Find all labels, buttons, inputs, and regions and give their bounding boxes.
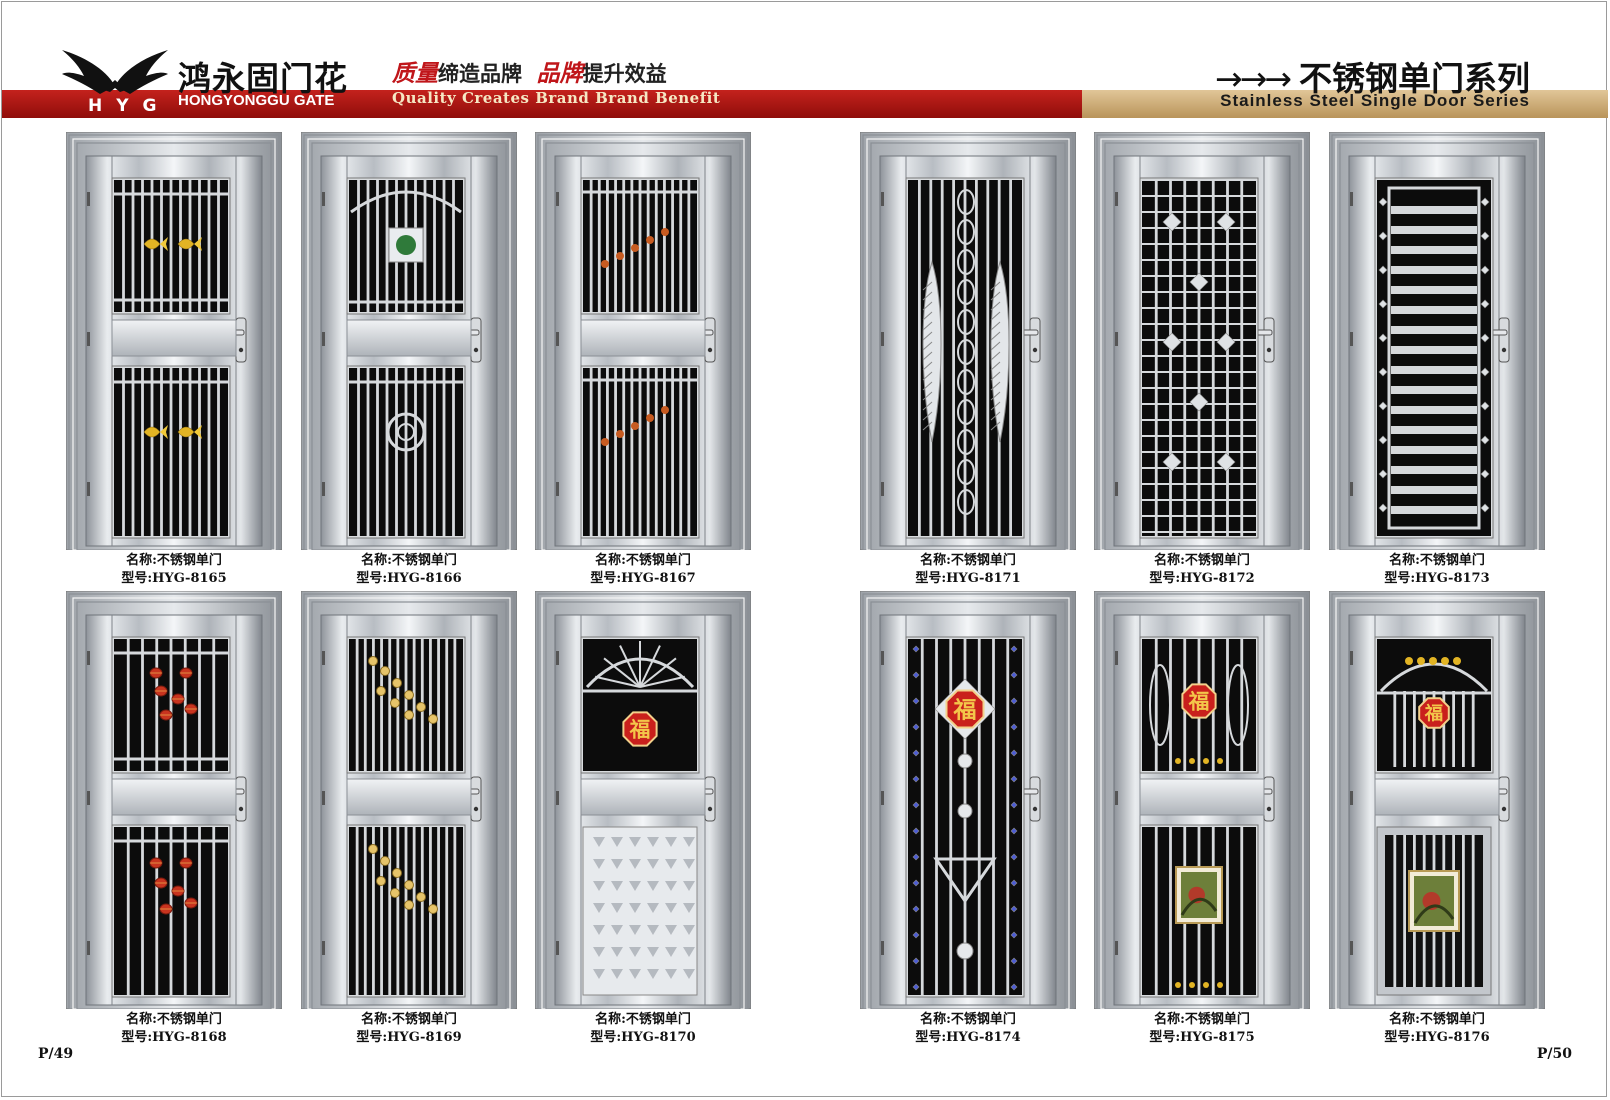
slogan-cn-text-2: 提升效益 bbox=[582, 61, 667, 86]
door-name: 名称:不锈钢单门 bbox=[595, 553, 691, 568]
slogan-en: Quality Creates Brand Brand Benefit bbox=[392, 89, 721, 107]
door-illustration bbox=[1329, 132, 1545, 550]
door-name: 名称:不锈钢单门 bbox=[126, 553, 222, 568]
page-number-left: P/49 bbox=[38, 1046, 74, 1062]
series-arrows-icon: →→→ bbox=[1215, 59, 1292, 98]
door-caption: 名称:不锈钢单门 型号:HYG-8169 bbox=[301, 1011, 517, 1047]
door-model: 型号:HYG-8169 bbox=[356, 1030, 462, 1045]
door-caption: 名称:不锈钢单门 型号:HYG-8172 bbox=[1094, 552, 1310, 588]
header-band-red bbox=[2, 90, 1082, 118]
brand-name-en: HONGYONGGU GATE bbox=[178, 92, 335, 109]
door-card-8167[interactable]: 名称:不锈钢单门 型号:HYG-8167 bbox=[535, 132, 751, 602]
svg-text:福: 福 bbox=[953, 696, 977, 723]
door-name: 名称:不锈钢单门 bbox=[920, 553, 1016, 568]
catalog-header: HYG 鸿永固门花 HONGYONGGU GATE 质量缔造品牌 品牌提升效益 … bbox=[0, 0, 1610, 124]
door-caption: 名称:不锈钢单门 型号:HYG-8173 bbox=[1329, 552, 1545, 588]
door-model: 型号:HYG-8166 bbox=[356, 571, 462, 586]
door-illustration: 福 bbox=[860, 591, 1076, 1009]
door-caption: 名称:不锈钢单门 型号:HYG-8166 bbox=[301, 552, 517, 588]
door-name: 名称:不锈钢单门 bbox=[595, 1012, 691, 1027]
door-card-8172[interactable]: 名称:不锈钢单门 型号:HYG-8172 bbox=[1094, 132, 1310, 602]
door-model: 型号:HYG-8172 bbox=[1149, 571, 1255, 586]
slogan-cn: 质量缔造品牌 品牌提升效益 bbox=[392, 54, 667, 88]
door-illustration: 福 bbox=[1329, 591, 1545, 1009]
door-name: 名称:不锈钢单门 bbox=[1154, 1012, 1250, 1027]
door-caption: 名称:不锈钢单门 型号:HYG-8174 bbox=[860, 1011, 1076, 1047]
door-illustration bbox=[301, 132, 517, 550]
door-model: 型号:HYG-8165 bbox=[121, 571, 227, 586]
door-card-8168[interactable]: 名称:不锈钢单门 型号:HYG-8168 bbox=[66, 591, 282, 1061]
door-illustration bbox=[301, 591, 517, 1009]
door-card-8169[interactable]: 名称:不锈钢单门 型号:HYG-8169 bbox=[301, 591, 517, 1061]
header-band-gold bbox=[1082, 90, 1608, 118]
page-number-right: P/50 bbox=[1536, 1046, 1572, 1062]
door-card-8170[interactable]: 福 名称:不锈钢单门 型号:HYG-8170 bbox=[535, 591, 751, 1061]
door-card-8176[interactable]: 福 名称:不锈钢单门 型号:HYG-8176 bbox=[1329, 591, 1545, 1061]
door-card-8174[interactable]: 福 名称:不锈钢单门 型号:HYG-8174 bbox=[860, 591, 1076, 1061]
door-caption: 名称:不锈钢单门 型号:HYG-8168 bbox=[66, 1011, 282, 1047]
door-model: 型号:HYG-8168 bbox=[121, 1030, 227, 1045]
door-caption: 名称:不锈钢单门 型号:HYG-8171 bbox=[860, 552, 1076, 588]
door-illustration: 福 bbox=[535, 591, 751, 1009]
svg-text:福: 福 bbox=[1424, 703, 1443, 725]
door-illustration bbox=[860, 132, 1076, 550]
door-caption: 名称:不锈钢单门 型号:HYG-8176 bbox=[1329, 1011, 1545, 1047]
door-name: 名称:不锈钢单门 bbox=[1154, 553, 1250, 568]
door-model: 型号:HYG-8175 bbox=[1149, 1030, 1255, 1045]
door-name: 名称:不锈钢单门 bbox=[361, 1012, 457, 1027]
svg-text:福: 福 bbox=[629, 718, 651, 742]
door-model: 型号:HYG-8167 bbox=[590, 571, 696, 586]
door-card-8165[interactable]: 名称:不锈钢单门 型号:HYG-8165 bbox=[66, 132, 282, 602]
slogan-cn-text-1: 缔造品牌 bbox=[438, 61, 522, 86]
door-card-8171[interactable]: 名称:不锈钢单门 型号:HYG-8171 bbox=[860, 132, 1076, 602]
door-card-8173[interactable]: 名称:不锈钢单门 型号:HYG-8173 bbox=[1329, 132, 1545, 602]
door-caption: 名称:不锈钢单门 型号:HYG-8167 bbox=[535, 552, 751, 588]
series-title-cn-text: 不锈钢单门系列 bbox=[1299, 59, 1530, 98]
door-name: 名称:不锈钢单门 bbox=[361, 553, 457, 568]
door-model: 型号:HYG-8174 bbox=[915, 1030, 1021, 1045]
door-model: 型号:HYG-8176 bbox=[1384, 1030, 1490, 1045]
door-name: 名称:不锈钢单门 bbox=[1389, 1012, 1485, 1027]
door-model: 型号:HYG-8171 bbox=[915, 571, 1021, 586]
svg-text:福: 福 bbox=[1188, 690, 1210, 714]
brand-logo-eagle-icon bbox=[60, 46, 170, 116]
slogan-cn-highlight-2: 品牌 bbox=[536, 60, 583, 87]
door-illustration bbox=[66, 132, 282, 550]
door-caption: 名称:不锈钢单门 型号:HYG-8170 bbox=[535, 1011, 751, 1047]
door-illustration bbox=[535, 132, 751, 550]
door-name: 名称:不锈钢单门 bbox=[920, 1012, 1016, 1027]
series-title-en: Stainless Steel Single Door Series bbox=[1220, 91, 1530, 110]
door-name: 名称:不锈钢单门 bbox=[126, 1012, 222, 1027]
door-model: 型号:HYG-8170 bbox=[590, 1030, 696, 1045]
door-illustration bbox=[1094, 132, 1310, 550]
brand-name-cn: 鸿永固门花 bbox=[178, 59, 348, 98]
door-name: 名称:不锈钢单门 bbox=[1389, 553, 1485, 568]
series-title-cn: →→→不锈钢单门系列 bbox=[1215, 52, 1530, 100]
door-card-8175[interactable]: 福 名称:不锈钢单门 型号:HYG-8175 bbox=[1094, 591, 1310, 1061]
door-caption: 名称:不锈钢单门 型号:HYG-8165 bbox=[66, 552, 282, 588]
slogan-cn-highlight-1: 质量 bbox=[392, 60, 438, 87]
door-illustration: 福 bbox=[1094, 591, 1310, 1009]
door-model: 型号:HYG-8173 bbox=[1384, 571, 1490, 586]
door-caption: 名称:不锈钢单门 型号:HYG-8175 bbox=[1094, 1011, 1310, 1047]
brand-logo-letters: HYG bbox=[88, 96, 171, 116]
door-illustration bbox=[66, 591, 282, 1009]
door-card-8166[interactable]: 名称:不锈钢单门 型号:HYG-8166 bbox=[301, 132, 517, 602]
